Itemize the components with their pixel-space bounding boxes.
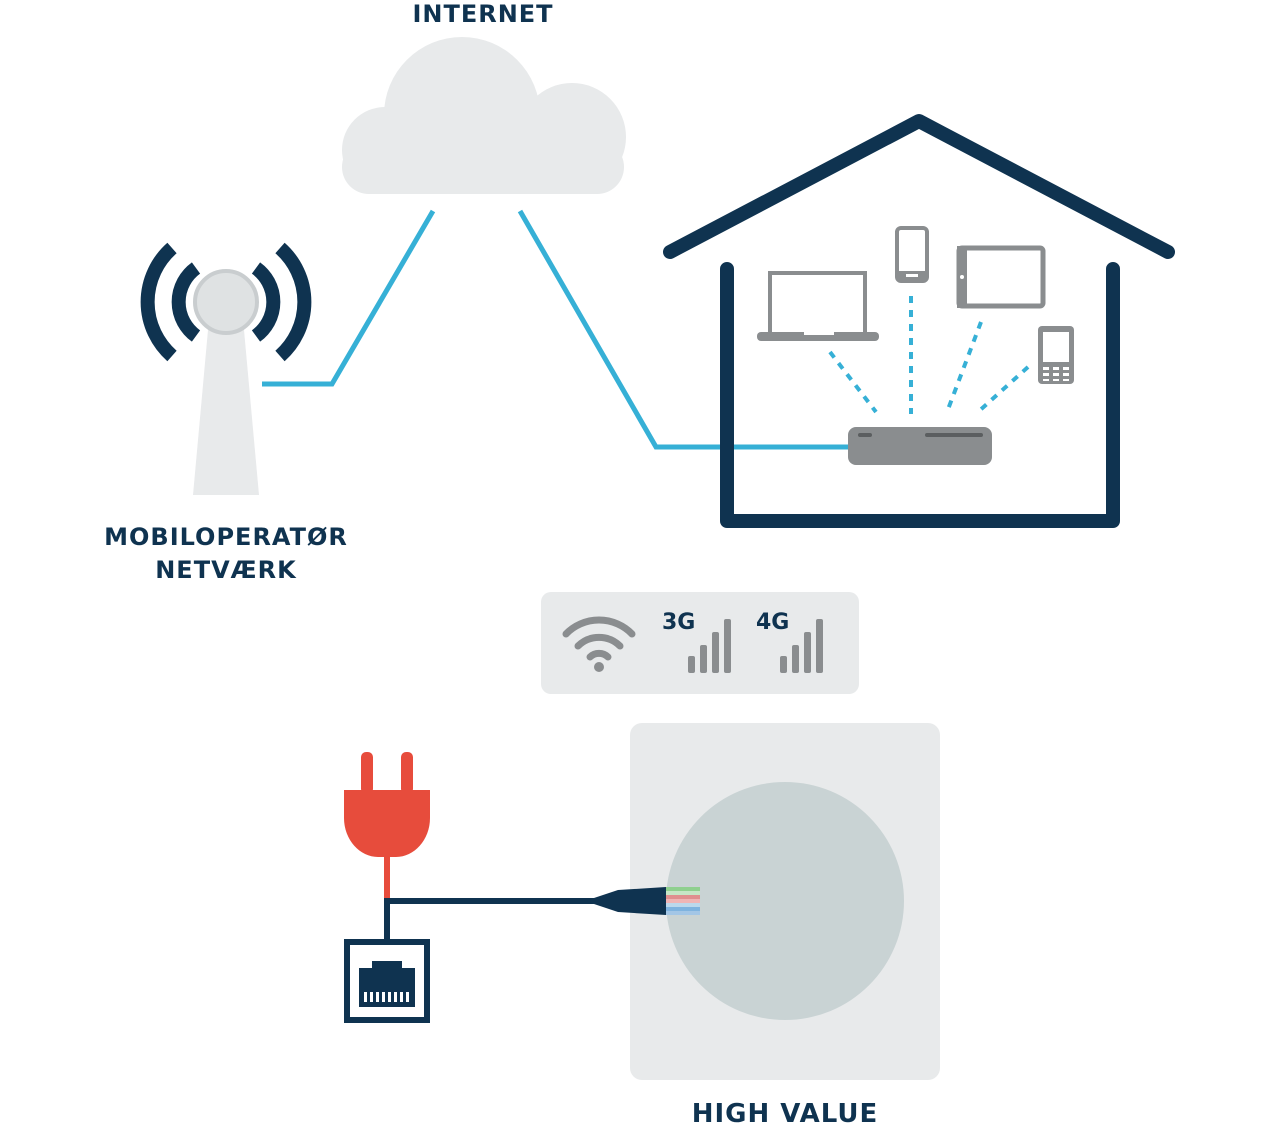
tablet-icon <box>956 245 1046 309</box>
laptop-icon <box>757 271 879 341</box>
power-plug-icon <box>344 752 430 857</box>
cloud-icon <box>342 37 626 194</box>
ethernet-cable-icon <box>585 887 700 915</box>
4g-label: 4G <box>756 610 790 635</box>
3g-label: 3G <box>662 610 696 635</box>
mobile-operator-label-line2: NETVÆRK <box>155 556 297 584</box>
connection-lines <box>262 209 851 450</box>
antenna-to-cloud-line <box>262 209 436 387</box>
signal-bars-icon <box>688 619 731 673</box>
antenna-icon <box>140 242 312 495</box>
mobile-operator-label: MOBILOPERATØR NETVÆRK <box>86 521 366 587</box>
phone-icon <box>1038 326 1074 384</box>
smartphone-icon <box>895 226 929 283</box>
mobile-operator-label-line1: MOBILOPERATØR <box>104 523 348 551</box>
signal-bars-icon <box>780 619 823 673</box>
wifi-icon <box>562 616 636 661</box>
router-icon <box>848 427 992 465</box>
cloud-to-router-line <box>517 209 851 450</box>
cables <box>384 853 600 942</box>
signal-panel <box>541 592 859 694</box>
wireless-links <box>828 296 1030 414</box>
high-value-device <box>630 723 940 1080</box>
house-icon <box>663 114 1175 528</box>
internet-label: INTERNET <box>412 0 554 28</box>
high-value-label: HIGH VALUE <box>691 1099 879 1129</box>
ethernet-port-icon <box>344 939 430 1023</box>
